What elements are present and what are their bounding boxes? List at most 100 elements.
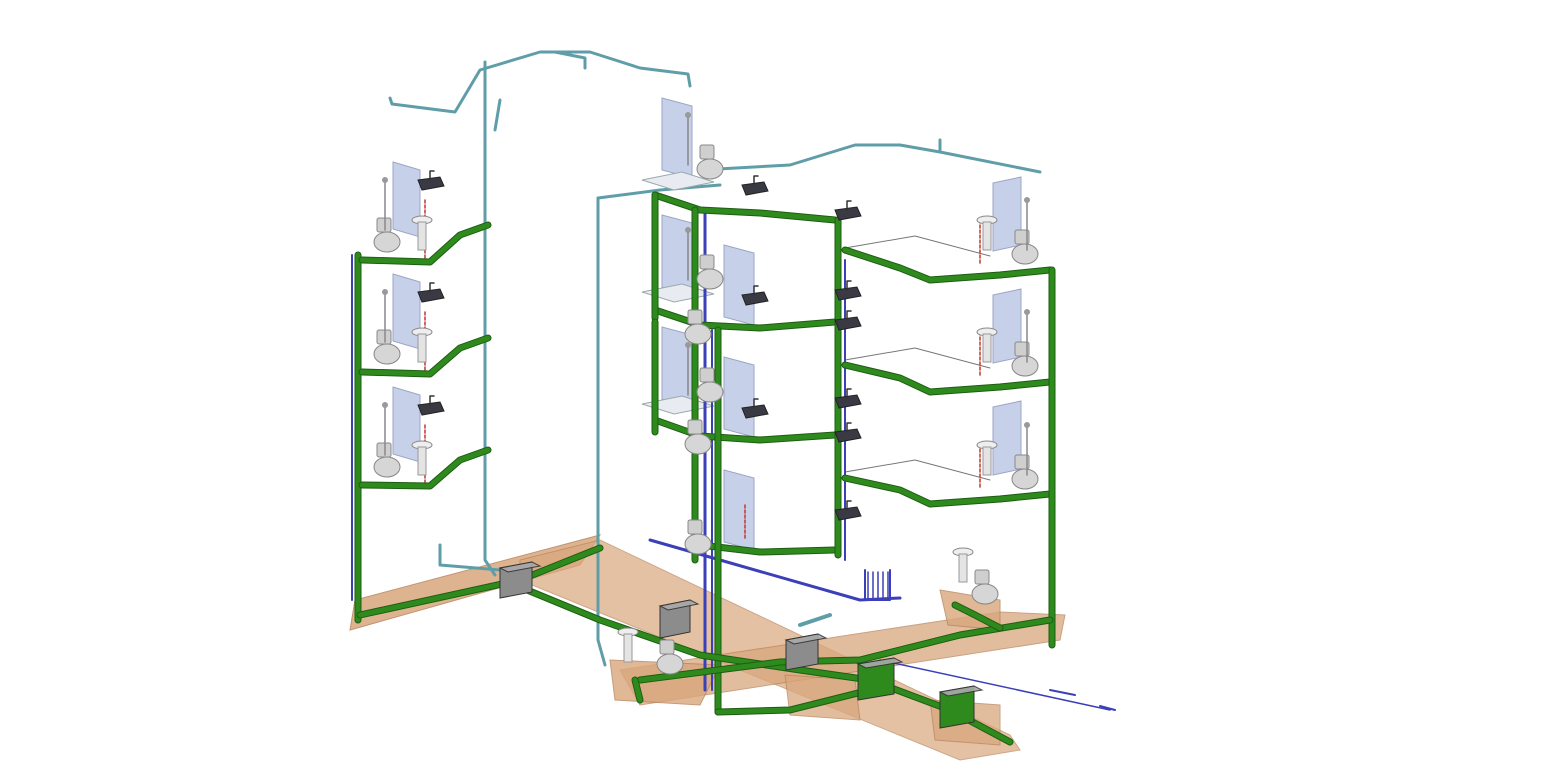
shower-center-2-head [685,227,691,233]
drain-pipe-layer [354,191,1056,746]
basin-ground-right-pedestal [958,553,968,583]
foundation-slab-layer [349,534,1066,761]
shower-center-3-head [685,342,691,348]
sump-box-front-top [938,685,984,697]
sink-riser-4-faucet [846,388,852,399]
toilet-center-5-bowl [684,433,712,455]
service-end [1099,705,1116,711]
sink-riser-2-basin [834,286,862,301]
manifold-frame [864,569,891,601]
toilet-center-3-tank [687,309,703,325]
sink-center-2-faucet [753,285,759,296]
toilet-center-6-tank [687,519,703,535]
vent-roof-right [698,143,1042,174]
drain-main-front [715,687,873,715]
basin-ground-left-pedestal [623,633,633,663]
toilet-left-3-bowl [373,456,401,478]
vent-lower-left [438,543,502,572]
sink-riser-3-basin [834,316,862,331]
toilet-right-3-bowl [1011,468,1039,490]
sink-riser-2-faucet [846,280,852,291]
service-valve [1049,689,1076,696]
basin-left-2-pedestal [417,333,427,363]
wall-panel-center-5 [723,356,755,438]
toilet-left-2-bowl [373,343,401,365]
basin-right-2-pedestal [982,333,992,363]
sink-riser-5-faucet [846,422,852,433]
toilet-center-2-tank [699,254,715,270]
drain-branch-center-3 [652,307,838,331]
toilet-center-5-tank [687,419,703,435]
floor-edge-right-2 [844,347,991,369]
toilet-center-1-tank [699,144,715,160]
floor-edge-right-3 [844,459,991,481]
drain-branch-center-2 [652,417,838,443]
vent-branch-left [493,98,502,132]
cleanout-box-left-top [498,561,542,573]
sink-left-3-faucet [429,395,435,406]
floor-plate-center-1 [641,171,715,191]
drain-main-right [637,617,1053,683]
shower-right-2-head [1024,309,1030,315]
sink-left-1-basin [417,176,445,191]
shower-left-1-head [382,177,388,183]
wall-panel-left-1 [392,161,421,238]
shower-center-1-head [685,112,691,118]
toilet-left-3-tank [376,442,392,458]
wall-panel-left-3 [392,386,421,463]
sink-riser-6-faucet [846,500,852,511]
drain-branch-left-1 [359,447,491,489]
basin-left-1-pedestal [417,221,427,251]
shower-left-3-head [382,402,388,408]
sink-center-2-basin [741,291,769,306]
service-line [879,659,1111,711]
sink-center-1-basin [741,181,769,196]
drain-branch-center-4 [652,192,838,223]
sink-riser-1-faucet [846,200,852,211]
toilet-left-2-tank [376,329,392,345]
toilet-ground-right-bowl [971,583,999,605]
toilet-left-1-bowl [373,231,401,253]
sink-riser-4-basin [834,394,862,409]
vent-stack-center [596,196,607,667]
wall-panel-center-6 [723,469,755,551]
vent-roof-loop-left [388,50,692,114]
toilet-ground-left-tank [659,639,675,655]
toilet-center-2-bowl [696,268,724,290]
toilet-center-4-tank [699,367,715,383]
floor-edge-right-1 [844,235,991,257]
fixture-layer [373,112,1039,729]
drain-branch-left-2 [359,335,491,377]
drain-branch-right-2 [842,362,1053,395]
toilet-ground-right-tank [974,569,990,585]
toilet-left-1-tank [376,217,392,233]
drain-branch-right-3 [842,247,1053,283]
shower-left-2-head [382,289,388,295]
basin-left-3-pedestal [417,446,427,476]
toilet-center-3-bowl [684,323,712,345]
toilet-center-6-bowl [684,533,712,555]
drain-stub-front-left [632,677,643,703]
sink-riser-6-basin [834,506,862,521]
sink-center-3-faucet [753,398,759,409]
toilet-center-4-bowl [696,381,724,403]
wall-panel-left-2 [392,273,421,350]
wall-panel-center-4 [723,244,755,326]
vent-stack-left [483,60,497,577]
cleanout-box-right-top [784,633,828,645]
basin-right-3-pedestal [982,446,992,476]
sink-riser-5-basin [834,428,862,443]
vent-lower-center [798,613,832,627]
shower-right-3-head [1024,422,1030,428]
shower-right-1-head [1024,197,1030,203]
basin-right-1-pedestal [982,221,992,251]
sink-center-3-basin [741,404,769,419]
vent-roof-drop [553,50,587,70]
sink-left-3-basin [417,401,445,416]
toilet-right-2-bowl [1011,355,1039,377]
vent-pipe-layer [388,50,1042,667]
sink-left-2-faucet [429,282,435,293]
vent-top-center [596,183,722,200]
sink-left-2-basin [417,288,445,303]
